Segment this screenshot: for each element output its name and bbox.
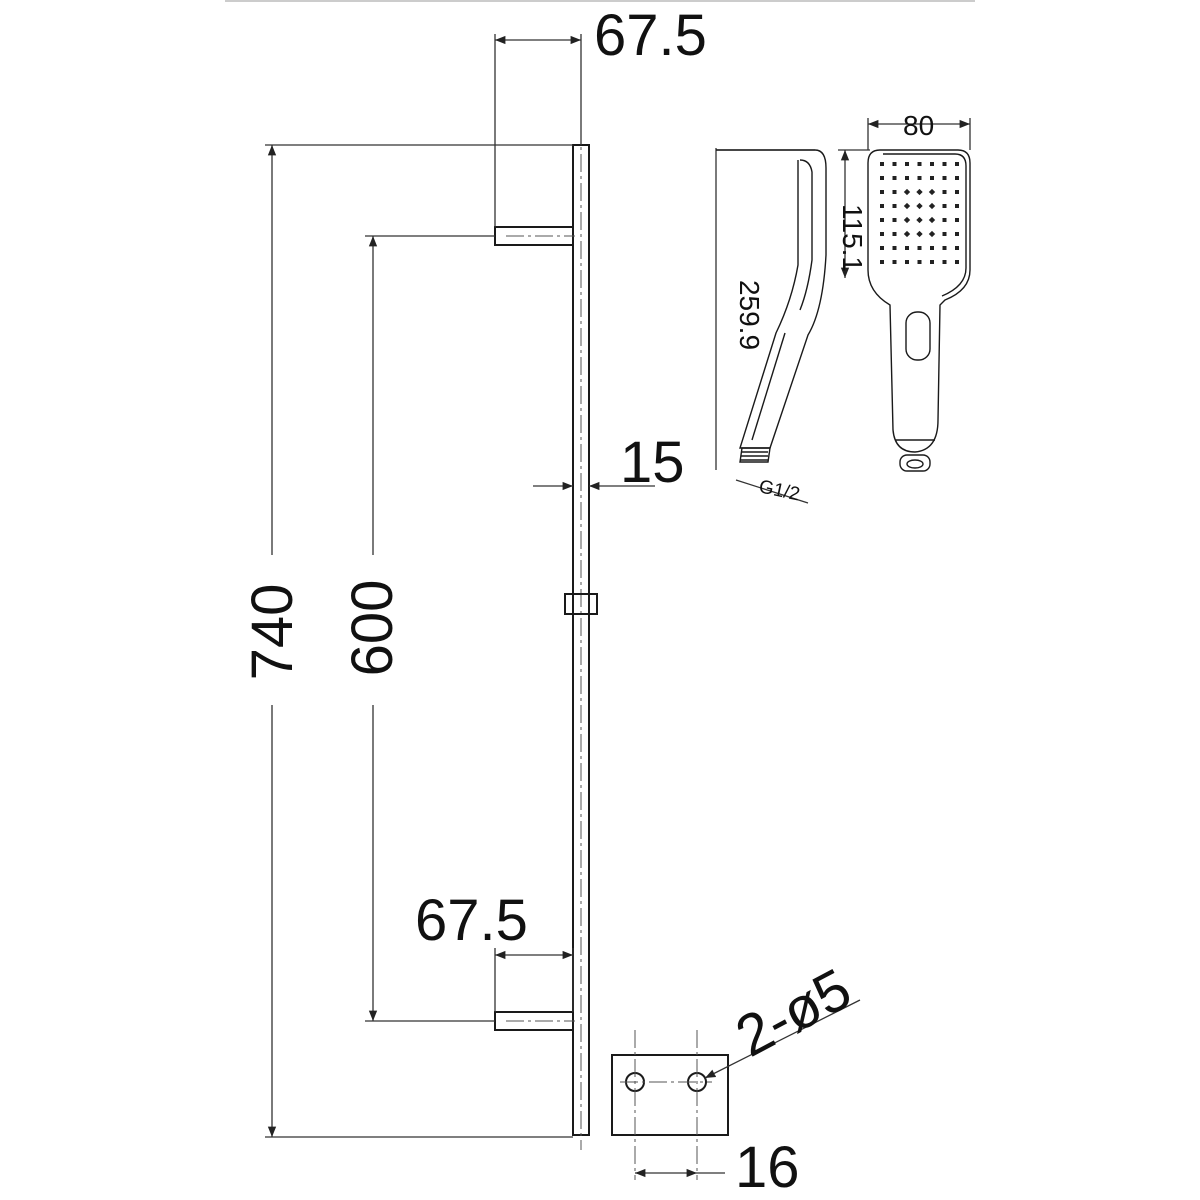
dim-total-length: 740 (240, 144, 573, 1138)
nozzle (880, 232, 884, 236)
nozzle (942, 246, 947, 250)
nozzle (955, 218, 959, 222)
nozzle (955, 176, 959, 180)
wall-plate: 16 2-ø5 (611, 956, 862, 1200)
nozzle (880, 260, 884, 264)
nozzle (880, 190, 884, 194)
nozzle (880, 218, 884, 222)
nozzle (905, 176, 909, 180)
dim-top-bracket-label: 67.5 (594, 3, 707, 68)
nozzle (942, 218, 947, 222)
nozzle (880, 162, 884, 166)
dim-handset-length-label: 259.9 (734, 280, 765, 350)
nozzle (930, 176, 934, 180)
nozzle (917, 246, 922, 250)
nozzle (892, 232, 897, 236)
dim-head-width-label: 80 (903, 110, 934, 141)
dim-top-bracket: 67.5 (494, 3, 707, 227)
dim-bottom-bracket: 67.5 (415, 888, 574, 1012)
head-outline (867, 149, 971, 453)
slide-rail (494, 125, 598, 1150)
nozzle (880, 246, 884, 250)
nozzle (916, 216, 923, 224)
nozzle (928, 230, 936, 238)
dim-plate-hole-spacing-label: 16 (735, 1135, 800, 1200)
dim-bracket-spacing-label: 600 (340, 580, 405, 677)
nozzle (928, 188, 936, 196)
plate-body (611, 1054, 729, 1136)
front-thread-connector (899, 454, 931, 472)
thread-size-label: G1/2 (757, 476, 802, 505)
nozzle (916, 202, 923, 210)
nozzle (917, 260, 922, 264)
nozzle (892, 260, 897, 264)
nozzle (892, 190, 897, 194)
nozzle (903, 188, 911, 196)
nozzle (905, 260, 909, 264)
nozzle (903, 202, 911, 210)
nozzle (905, 246, 909, 250)
nozzle (905, 162, 909, 166)
nozzle (880, 176, 884, 180)
nozzle (942, 260, 947, 264)
nozzle (930, 162, 934, 166)
nozzle (942, 176, 947, 180)
nozzle (892, 162, 897, 166)
nozzle (892, 176, 897, 180)
spray-nozzles (880, 162, 959, 264)
nozzle (942, 162, 947, 166)
dim-total-length-label: 740 (240, 584, 305, 681)
nozzle (880, 204, 884, 208)
handset-profile (716, 149, 827, 449)
nozzle (892, 246, 897, 250)
nozzle (917, 162, 922, 166)
mode-button (905, 311, 931, 361)
nozzle (942, 204, 947, 208)
handset-side-view: 259.9 G1/2 (715, 148, 827, 505)
nozzle (917, 176, 922, 180)
nozzle (942, 190, 947, 194)
nozzle (955, 204, 959, 208)
nozzle (955, 246, 959, 250)
nozzle (928, 202, 936, 210)
thread-connector (739, 447, 771, 463)
dim-bracket-spacing: 600 (340, 235, 495, 1022)
nozzle (930, 246, 934, 250)
nozzle (903, 216, 911, 224)
nozzle (955, 260, 959, 264)
nozzle (928, 216, 936, 224)
nozzle (930, 260, 934, 264)
nozzle (916, 230, 923, 238)
slider-holder (564, 593, 598, 615)
dim-bottom-bracket-label: 67.5 (415, 888, 528, 953)
nozzle (892, 218, 897, 222)
nozzle (892, 204, 897, 208)
nozzle (903, 230, 911, 238)
nozzle (955, 162, 959, 166)
nozzle (916, 188, 923, 196)
dim-plate-holes-label: 2-ø5 (726, 956, 862, 1069)
nozzle (955, 190, 959, 194)
handset-front-view: 80 115.1 (837, 110, 971, 472)
nozzle (955, 232, 959, 236)
nozzle (942, 232, 947, 236)
dim-head-face-length-label: 115.1 (837, 204, 868, 272)
dim-bar-diameter: 15 (533, 430, 685, 495)
dim-bar-diameter-label: 15 (620, 430, 685, 495)
